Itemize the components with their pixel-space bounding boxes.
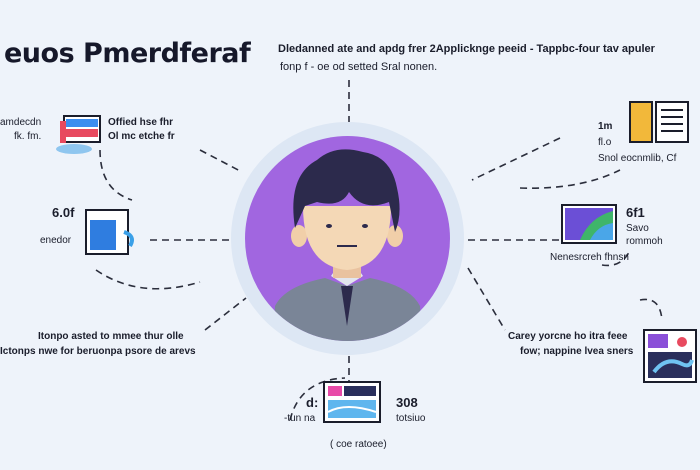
person-illustration: [273, 149, 422, 341]
top-right-text: Snol eocnmlib, Cf: [598, 153, 677, 164]
connector-tr-curve: [519, 169, 621, 189]
header-line-2: fonp f - oe od setted Sral nonen.: [280, 61, 438, 73]
mid-right-label-a: 6f1: [626, 205, 645, 220]
document-icon: [56, 115, 101, 154]
illustration-card-icon: [643, 329, 697, 383]
top-left-text-a: Offied hse fhr: [108, 117, 174, 128]
mid-right-caption: Nenesrcreh fhnsn: [550, 252, 629, 263]
connector-ml-curve: [95, 269, 201, 290]
bottom-center-left-b: -tun na: [284, 413, 316, 424]
header-line-1: Dledanned ate and apdg frer 2Applicknge …: [278, 43, 655, 55]
top-left-label-a: amdecdn: [0, 117, 42, 128]
connector-mr-curve: [601, 249, 631, 267]
notes-icon: [629, 101, 689, 143]
bottom-left-text-a: Itonpo asted to mmee thur olle: [38, 331, 184, 342]
bottom-center-caption: ( coe ratoee): [330, 439, 387, 450]
bottom-right-text-b: fow; nappine lvea sners: [520, 346, 634, 357]
connector-bottom-right: [467, 267, 506, 331]
top-right-label-a: 1m: [598, 121, 613, 132]
avatar: [245, 136, 450, 341]
mid-left-label-a: 6.0f: [52, 205, 75, 220]
bottom-left-text-b: Ictonps nwe for beruonpa psore de arevs: [0, 346, 196, 357]
top-left-label-b: fk. fm.: [14, 131, 42, 142]
mid-left-label-b: enedor: [40, 235, 72, 246]
top-left-text-b: Ol mc etche fr: [108, 131, 175, 142]
bottom-center-right-a: 308: [396, 395, 418, 410]
media-card-icon: [323, 381, 381, 423]
page-title: euos Pmerdferaf: [4, 38, 251, 69]
mid-right-label-c: rommoh: [626, 236, 663, 247]
connector-bottom-left: [204, 297, 247, 331]
bottom-center-right-b: totsiuo: [396, 413, 426, 424]
monitor-icon: [85, 209, 134, 255]
connector-br-curve: [639, 298, 663, 321]
mid-right-label-b: Savo: [626, 223, 649, 234]
connector-top-left: [199, 149, 243, 173]
connector-top-right: [471, 137, 561, 181]
bottom-center-left-a: d:: [306, 395, 319, 410]
bottom-right-text-a: Carey yorcne ho itra feee: [508, 331, 628, 342]
map-card-icon: [561, 204, 617, 244]
top-right-label-b: fl.o: [598, 137, 612, 148]
connector-tl-curve: [99, 149, 133, 201]
connector-bc-curve: [289, 377, 346, 421]
header-text: Dledanned ate and apdg frer 2Applicknge …: [278, 40, 698, 76]
